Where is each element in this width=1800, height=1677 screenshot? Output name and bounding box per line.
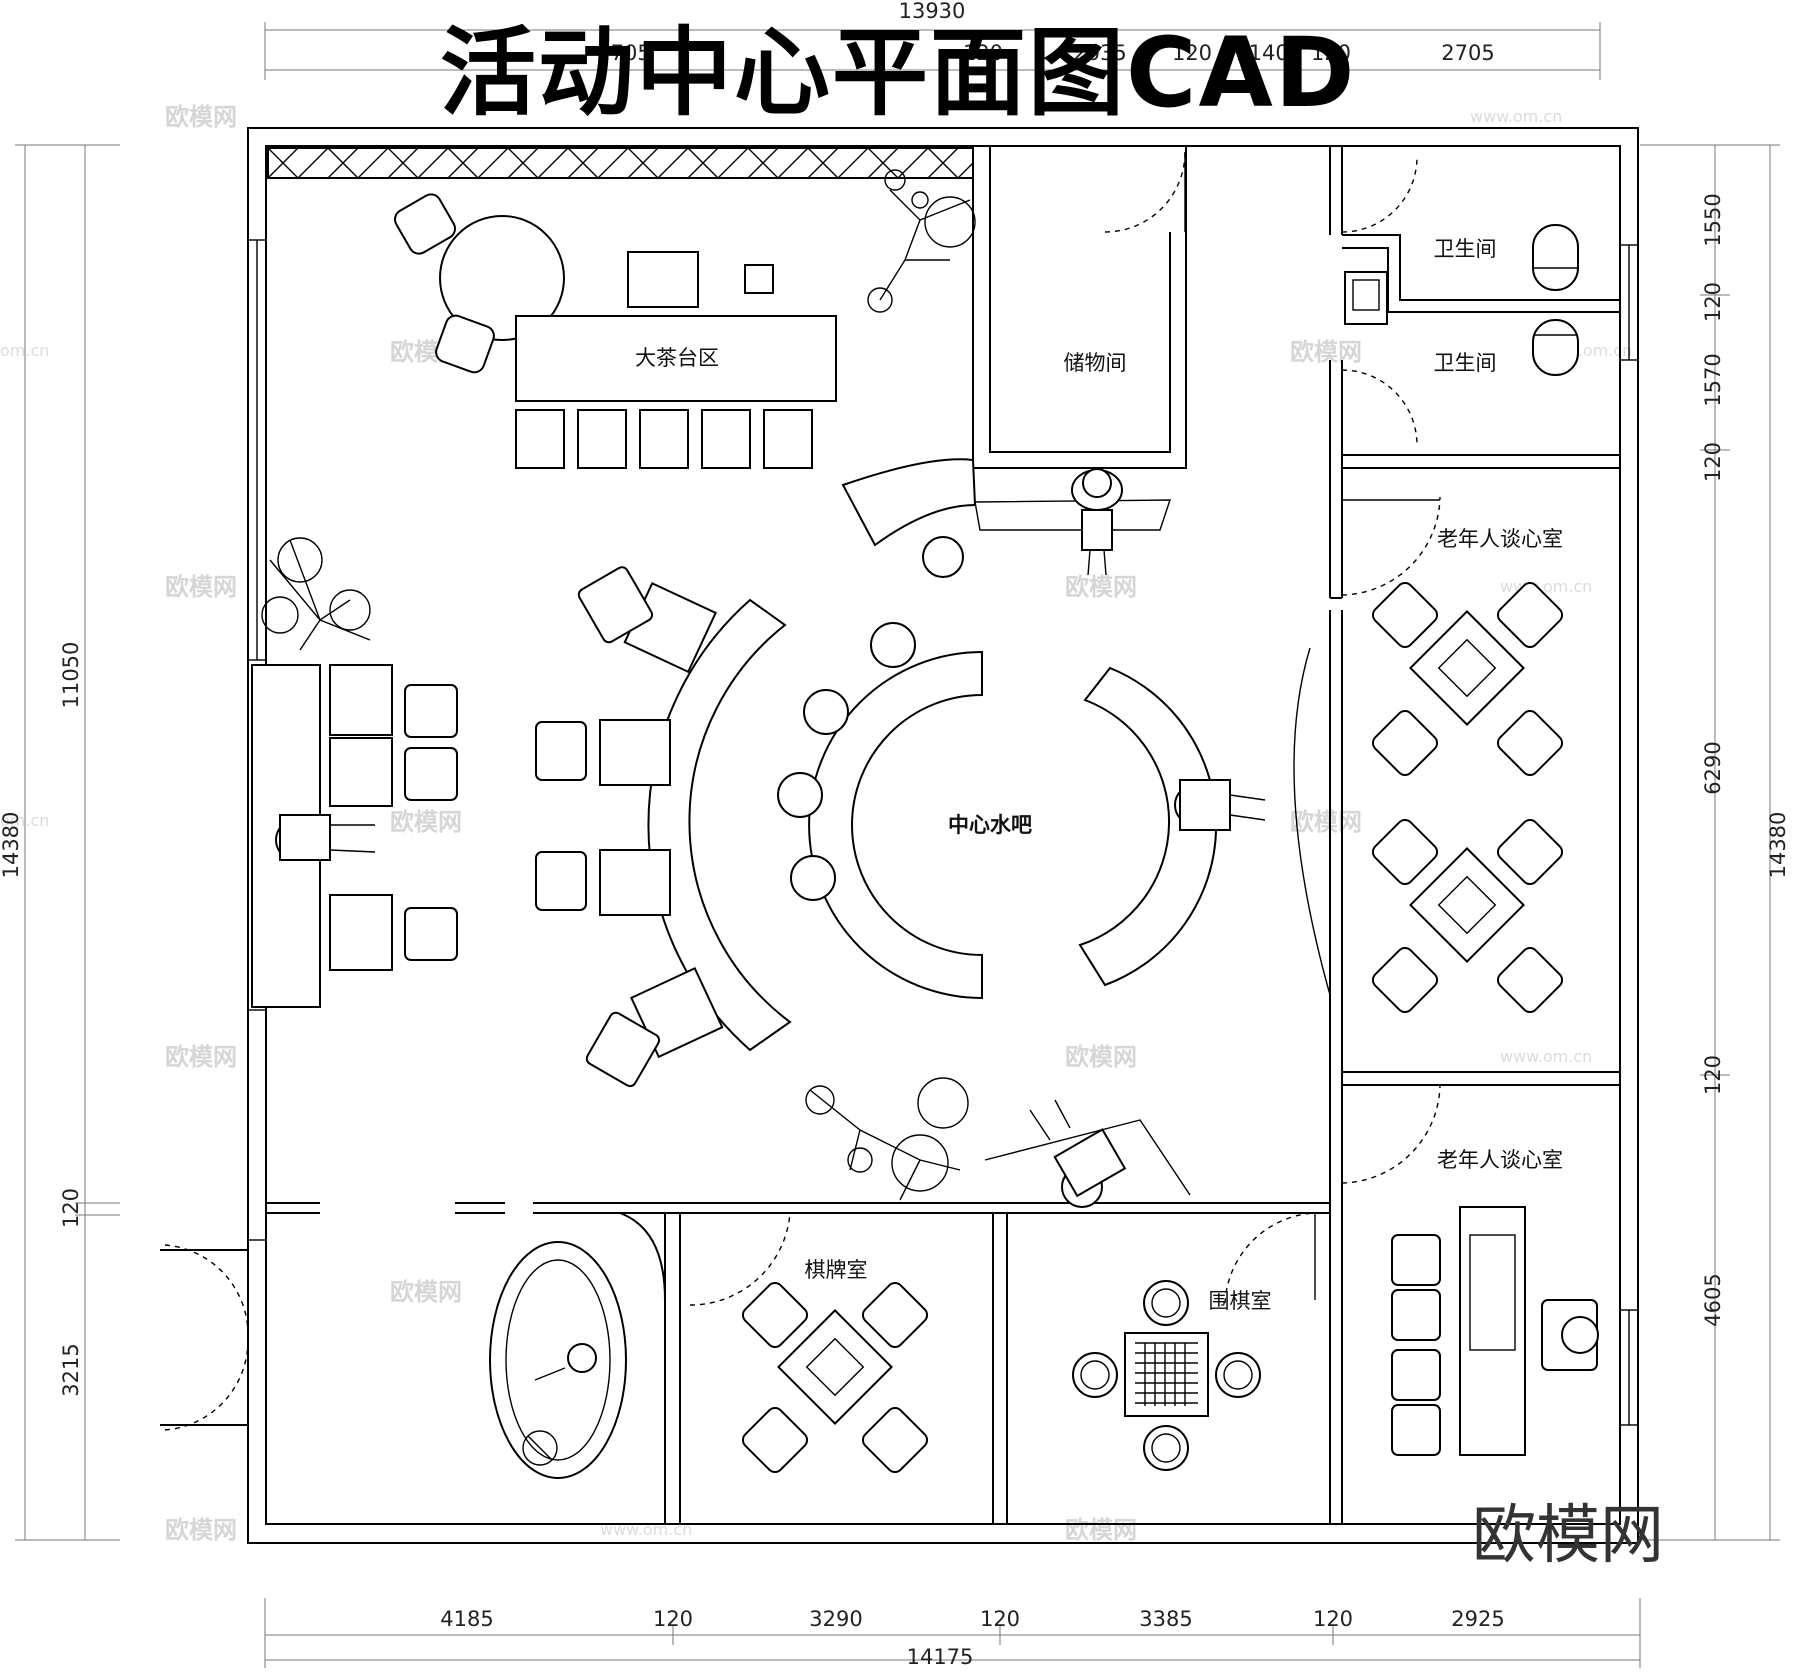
lounge-sofa: [251, 664, 458, 1008]
watermark-text: 欧模网: [1065, 1516, 1137, 1544]
dim-label: 120: [653, 1607, 693, 1631]
watermark-text: 欧模网: [165, 573, 237, 601]
dim-label: 120: [1311, 41, 1351, 65]
dim-label: 120: [1172, 41, 1212, 65]
room-label-chess-room: 棋牌室: [805, 1258, 868, 1282]
dim-label: 1140: [1235, 41, 1288, 65]
room-label-elder-room-2: 老年人谈心室: [1437, 1148, 1563, 1172]
watermark-url: www.om.cn: [1500, 577, 1592, 596]
room-label-restroom-1: 卫生间: [1434, 237, 1497, 261]
dim-label: 120: [1701, 1055, 1725, 1095]
room-label-tea-area: 大茶台区: [635, 346, 719, 370]
dimension-top: 13930 7705 120 2035 120 1140 120 2705: [264, 0, 1601, 80]
dim-label: 3290: [809, 1607, 862, 1631]
dim-label: 2705: [1441, 41, 1494, 65]
desk: [1459, 1206, 1526, 1456]
dim-label: 6290: [1701, 741, 1725, 794]
dim-label: 7705: [597, 41, 650, 65]
watermark-text: 欧模网: [1065, 573, 1137, 601]
lounge-chairs: [535, 566, 724, 1088]
dim-label: 11050: [59, 642, 83, 709]
room-label-restroom-2: 卫生间: [1434, 351, 1497, 375]
go-board: [1124, 1332, 1209, 1417]
watermark-text: 欧模网: [165, 1516, 237, 1544]
watermark-text: 欧模网: [1065, 1043, 1137, 1071]
room-label-go-room: 围棋室: [1209, 1289, 1272, 1313]
interior-walls: [160, 146, 1620, 1524]
dim-label: 1570: [1701, 353, 1725, 406]
dimension-right: 1550 120 1570 120 6290 120 4605 14380: [1640, 144, 1790, 1541]
dim-top-total: 13930: [899, 0, 966, 23]
room-label-water-bar: 中心水吧: [948, 813, 1032, 837]
card-table: [1371, 581, 1564, 777]
dim-label: 120: [1313, 1607, 1353, 1631]
dim-label: 2035: [1073, 41, 1126, 65]
watermark-text: 欧模网: [390, 808, 462, 836]
person-icon: [1029, 1099, 1127, 1208]
dim-label: 120: [59, 1188, 83, 1228]
plant-icon: [867, 169, 976, 313]
dim-bottom-total: 14175: [907, 1645, 974, 1669]
watermark-url: www.om.cn: [1470, 107, 1562, 126]
watermark-text: 欧模网: [165, 103, 237, 131]
dim-label: 4185: [440, 1607, 493, 1631]
dim-label: 120: [1701, 442, 1725, 482]
drawing-title: 活动中心平面图CAD: [440, 17, 1357, 129]
dimension-bottom: 4185 120 3290 120 3385 120 2925 14175: [264, 1598, 1641, 1669]
lobby-rug: [489, 1241, 627, 1479]
room-label-storage: 储物间: [1064, 351, 1127, 375]
go-room: 围棋室: [1072, 1280, 1272, 1471]
person-icon: [1071, 468, 1123, 576]
reception-counter: [841, 458, 1171, 578]
tea-area: 大茶台区: [394, 193, 837, 469]
watermark-url: www.om.cn: [600, 1520, 692, 1539]
dim-label: 4605: [1701, 1273, 1725, 1326]
dim-label: 1550: [1701, 193, 1725, 246]
watermark-text: 欧模网: [165, 1043, 237, 1071]
doors: [164, 151, 1441, 1431]
window-strip: [267, 147, 974, 179]
restrooms: 卫生间 卫生间: [1344, 224, 1579, 376]
watermark-text: 欧模网: [1290, 808, 1362, 836]
elder-room-1: 老年人谈心室: [1371, 527, 1564, 1014]
plant-icon: [261, 537, 371, 651]
dim-label: 3215: [59, 1343, 83, 1396]
dim-left-total: 14380: [0, 812, 23, 879]
dimension-left: 14380 11050 120 3215: [0, 144, 120, 1541]
elder-room-2: 老年人谈心室: [1391, 1148, 1599, 1456]
display-counter: [984, 1119, 1191, 1196]
person-icon: [1174, 779, 1266, 831]
dim-right-total: 14380: [1766, 812, 1790, 879]
brand-logo: 欧模网: [1472, 1499, 1664, 1573]
person-icon: [275, 814, 376, 861]
dim-label: 120: [980, 1607, 1020, 1631]
dim-label: 2925: [1451, 1607, 1504, 1631]
plant-icon: [805, 1077, 969, 1201]
watermark-text: 欧模网: [1290, 338, 1362, 366]
card-table: [1371, 818, 1564, 1014]
watermark-url: www.om.cn: [1500, 1047, 1592, 1066]
dim-label: 120: [1701, 282, 1725, 322]
room-label-elder-room-1: 老年人谈心室: [1437, 527, 1563, 551]
tea-table: [515, 315, 837, 402]
watermark-text: 欧模网: [390, 1278, 462, 1306]
dim-label: 3385: [1139, 1607, 1192, 1631]
central-water-bar: 中心水吧: [647, 598, 1218, 1052]
dim-label: 120: [963, 41, 1003, 65]
chess-room: 棋牌室: [741, 1258, 929, 1474]
